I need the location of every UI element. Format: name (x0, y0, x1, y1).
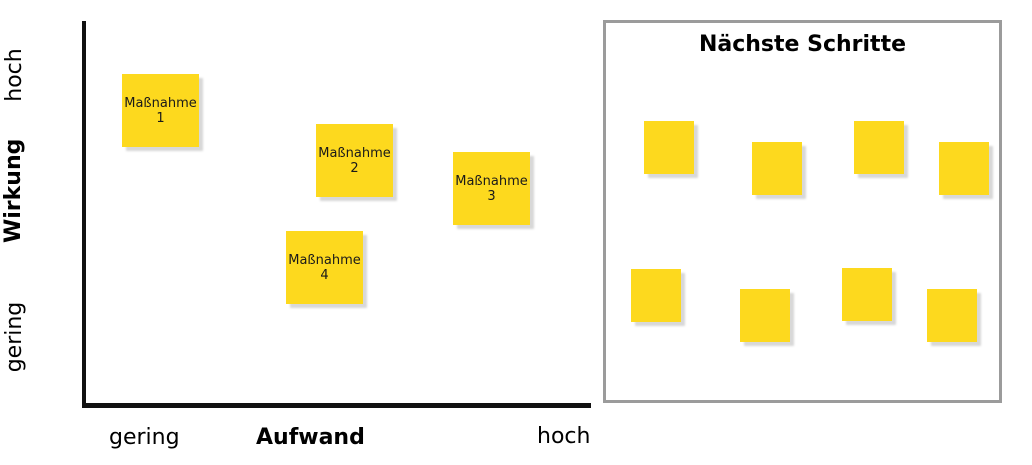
sticky-note-massnahme-2[interactable]: Maßnahme 2 (316, 124, 393, 197)
next-steps-panel: Nächste Schritte (603, 20, 1002, 403)
y-axis-tick-low: gering (2, 301, 27, 373)
y-axis-title: Wirkung (1, 138, 26, 243)
sticky-note-massnahme-3[interactable]: Maßnahme 3 (453, 152, 530, 225)
y-axis-line (82, 21, 86, 408)
blank-sticky-note[interactable] (842, 268, 892, 321)
blank-sticky-note[interactable] (740, 289, 790, 342)
x-axis-line (82, 403, 591, 408)
y-axis-tick-high: hoch (2, 48, 27, 102)
blank-sticky-note[interactable] (644, 121, 694, 174)
blank-sticky-note[interactable] (854, 121, 904, 174)
blank-sticky-note[interactable] (752, 142, 802, 195)
blank-sticky-note[interactable] (939, 142, 989, 195)
blank-sticky-note[interactable] (631, 269, 681, 322)
blank-sticky-note[interactable] (927, 289, 977, 342)
sticky-note-massnahme-1[interactable]: Maßnahme 1 (122, 74, 199, 147)
next-steps-title: Nächste Schritte (698, 32, 907, 57)
x-axis-tick-low: gering (109, 425, 180, 450)
sticky-note-massnahme-4[interactable]: Maßnahme 4 (286, 231, 363, 304)
x-axis-tick-high: hoch (537, 424, 591, 449)
x-axis-title: Aufwand (256, 425, 365, 450)
